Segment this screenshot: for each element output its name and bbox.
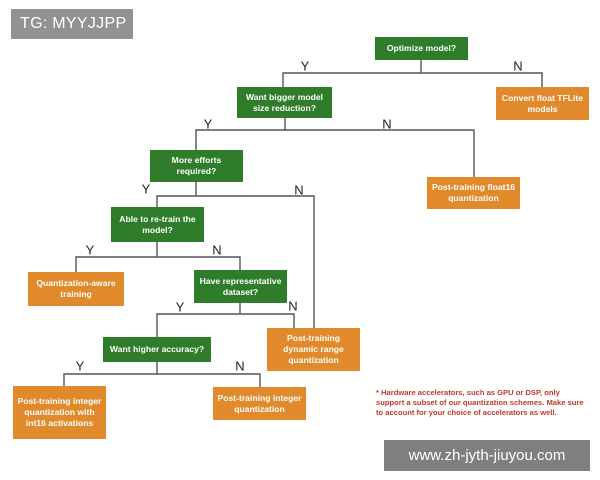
connector-retrain [75,242,241,272]
connector-representative [156,303,295,337]
connector-more-efforts [156,182,315,328]
branch-label-no: N [235,358,245,374]
convert-float-node: Convert float TFLite models [496,87,589,120]
connector-optimize [282,60,543,87]
branch-label-yes: Y [85,242,95,258]
int16-activations-node: Post-training integer quantization with … [13,386,106,439]
integer-quant-node: Post-training integer quantization [213,387,306,420]
more-efforts-node: More efforts required? [150,150,243,182]
branch-label-yes: Y [175,299,185,315]
branch-label-no: N [382,116,392,132]
branch-label-yes: Y [203,116,213,132]
branch-label-yes: Y [300,58,310,74]
branch-label-no: N [288,298,298,314]
connector-bigger-reduction [195,118,475,177]
connector-higher-accuracy [63,362,261,387]
site-watermark: www.zh-jyth-jiuyou.com [384,440,590,471]
channel-badge: TG: MYYJJPP [11,9,133,39]
branch-label-no: N [294,182,304,198]
branch-label-yes: Y [141,181,151,197]
dynamic-range-node: Post-training dynamic range quantization [267,328,360,371]
qat-node: Quantization-aware training [28,272,124,306]
accelerator-footnote: * Hardware accelerators, such as GPU or … [376,388,584,417]
branch-label-yes: Y [75,358,85,374]
retrain-node: Able to re-train the model? [111,207,204,242]
bigger-reduction-node: Want bigger model size reduction? [237,87,332,118]
branch-label-no: N [513,58,523,74]
branch-label-no: N [212,242,222,258]
optimize-model-node: Optimize model? [375,37,468,60]
higher-accuracy-node: Want higher accuracy? [103,337,211,362]
ptq-float16-node: Post-training float16 quantization [427,177,520,209]
representative-dataset-node: Have representative dataset? [194,270,287,303]
